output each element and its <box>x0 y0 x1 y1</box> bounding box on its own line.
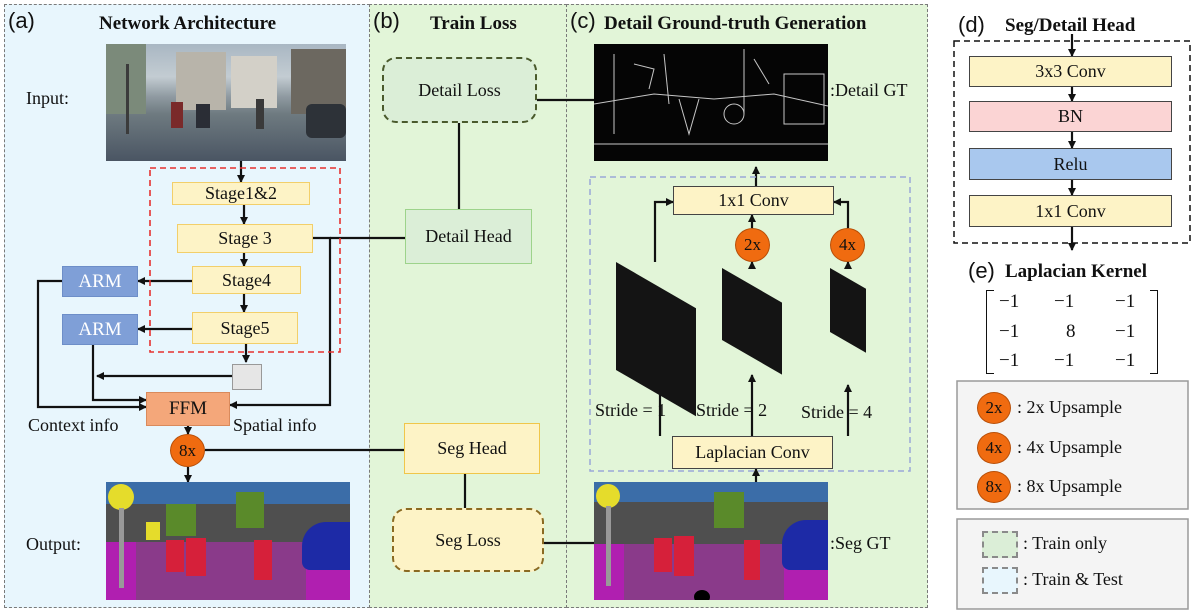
ffm-block: FFM <box>146 392 230 426</box>
stage-4: Stage4 <box>192 266 301 294</box>
upsample-2x-badge: 2x <box>735 228 770 262</box>
kernel-cell: −1 <box>999 291 1020 312</box>
seg-loss-box: Seg Loss <box>392 508 544 572</box>
legend-8x-text: : 8x Upsample <box>1017 476 1122 496</box>
detail-loss-box: Detail Loss <box>382 57 537 123</box>
head-layer-1x1-conv: 1x1 Conv <box>969 195 1172 227</box>
panel-d-title: Seg/Detail Head <box>1005 15 1136 36</box>
kernel-cell: −1 <box>999 350 1020 371</box>
upsample-4x-badge: 4x <box>830 228 865 262</box>
spatial-info-label: Spatial info <box>233 415 317 435</box>
stride-4-label: Stride = 4 <box>801 402 873 422</box>
input-street-image <box>106 44 346 161</box>
legend-4x-text: : 4x Upsample <box>1017 437 1122 457</box>
stage-3: Stage 3 <box>177 224 313 253</box>
kernel-cell: −1 <box>999 321 1020 342</box>
detail-gt-image <box>594 44 828 161</box>
panel-a-title: Network Architecture <box>99 13 277 34</box>
kernel-bracket-left <box>986 290 994 374</box>
kernel-cell: −1 <box>1115 350 1136 371</box>
stride-2-label: Stride = 2 <box>696 400 768 420</box>
kernel-cell: −1 <box>1054 350 1075 371</box>
detail-head-box: Detail Head <box>405 209 532 264</box>
output-label: Output: <box>26 534 82 554</box>
panel-e-tag: (e) <box>968 258 995 283</box>
input-label: Input: <box>26 88 69 108</box>
legend-4x-badge: 4x <box>977 432 1011 464</box>
seg-gt-image <box>594 482 828 600</box>
laplacian-conv-box: Laplacian Conv <box>672 436 833 469</box>
context-info-label: Context info <box>28 415 119 435</box>
legend-8x-badge: 8x <box>977 471 1011 503</box>
kernel-bracket-right <box>1150 290 1158 374</box>
panel-d-tag: (d) <box>958 12 985 37</box>
panel-c-title: Detail Ground-truth Generation <box>604 13 867 34</box>
legend-train-only-swatch <box>982 531 1018 558</box>
panel-c-tag: (c) <box>570 8 596 33</box>
conv1x1-box: 1x1 Conv <box>673 186 834 215</box>
legend-2x-text: : 2x Upsample <box>1017 397 1122 417</box>
seg-gt-label: :Seg GT <box>830 533 891 553</box>
arm-block-bottom: ARM <box>62 314 138 345</box>
panel-a-tag: (a) <box>8 8 35 33</box>
stage-5: Stage5 <box>192 312 298 344</box>
head-layer-relu: Relu <box>969 148 1172 180</box>
seg-head-box: Seg Head <box>404 423 540 474</box>
legend-2x-badge: 2x <box>977 392 1011 424</box>
detail-gt-label: :Detail GT <box>830 80 908 100</box>
panel-b-tag: (b) <box>373 8 400 33</box>
global-pool-box <box>232 364 262 390</box>
head-layer-bn: BN <box>969 101 1172 132</box>
output-segmentation-image <box>106 482 350 600</box>
legend-train-test-swatch <box>982 567 1018 594</box>
kernel-cell: 8 <box>1066 321 1076 342</box>
upsample-8x-badge: 8x <box>170 434 205 467</box>
stage-1-2: Stage1&2 <box>172 182 310 205</box>
kernel-cell: −1 <box>1115 291 1136 312</box>
panel-b-title: Train Loss <box>430 13 517 34</box>
head-layer-3x3-conv: 3x3 Conv <box>969 56 1172 87</box>
kernel-cell: −1 <box>1054 291 1075 312</box>
arm-block-top: ARM <box>62 266 138 297</box>
panel-e-title: Laplacian Kernel <box>1005 261 1147 282</box>
legend-train-only-text: : Train only <box>1023 533 1108 553</box>
legend-train-test-text: : Train & Test <box>1023 569 1123 589</box>
kernel-cell: −1 <box>1115 321 1136 342</box>
stride-1-label: Stride = 1 <box>595 400 667 420</box>
